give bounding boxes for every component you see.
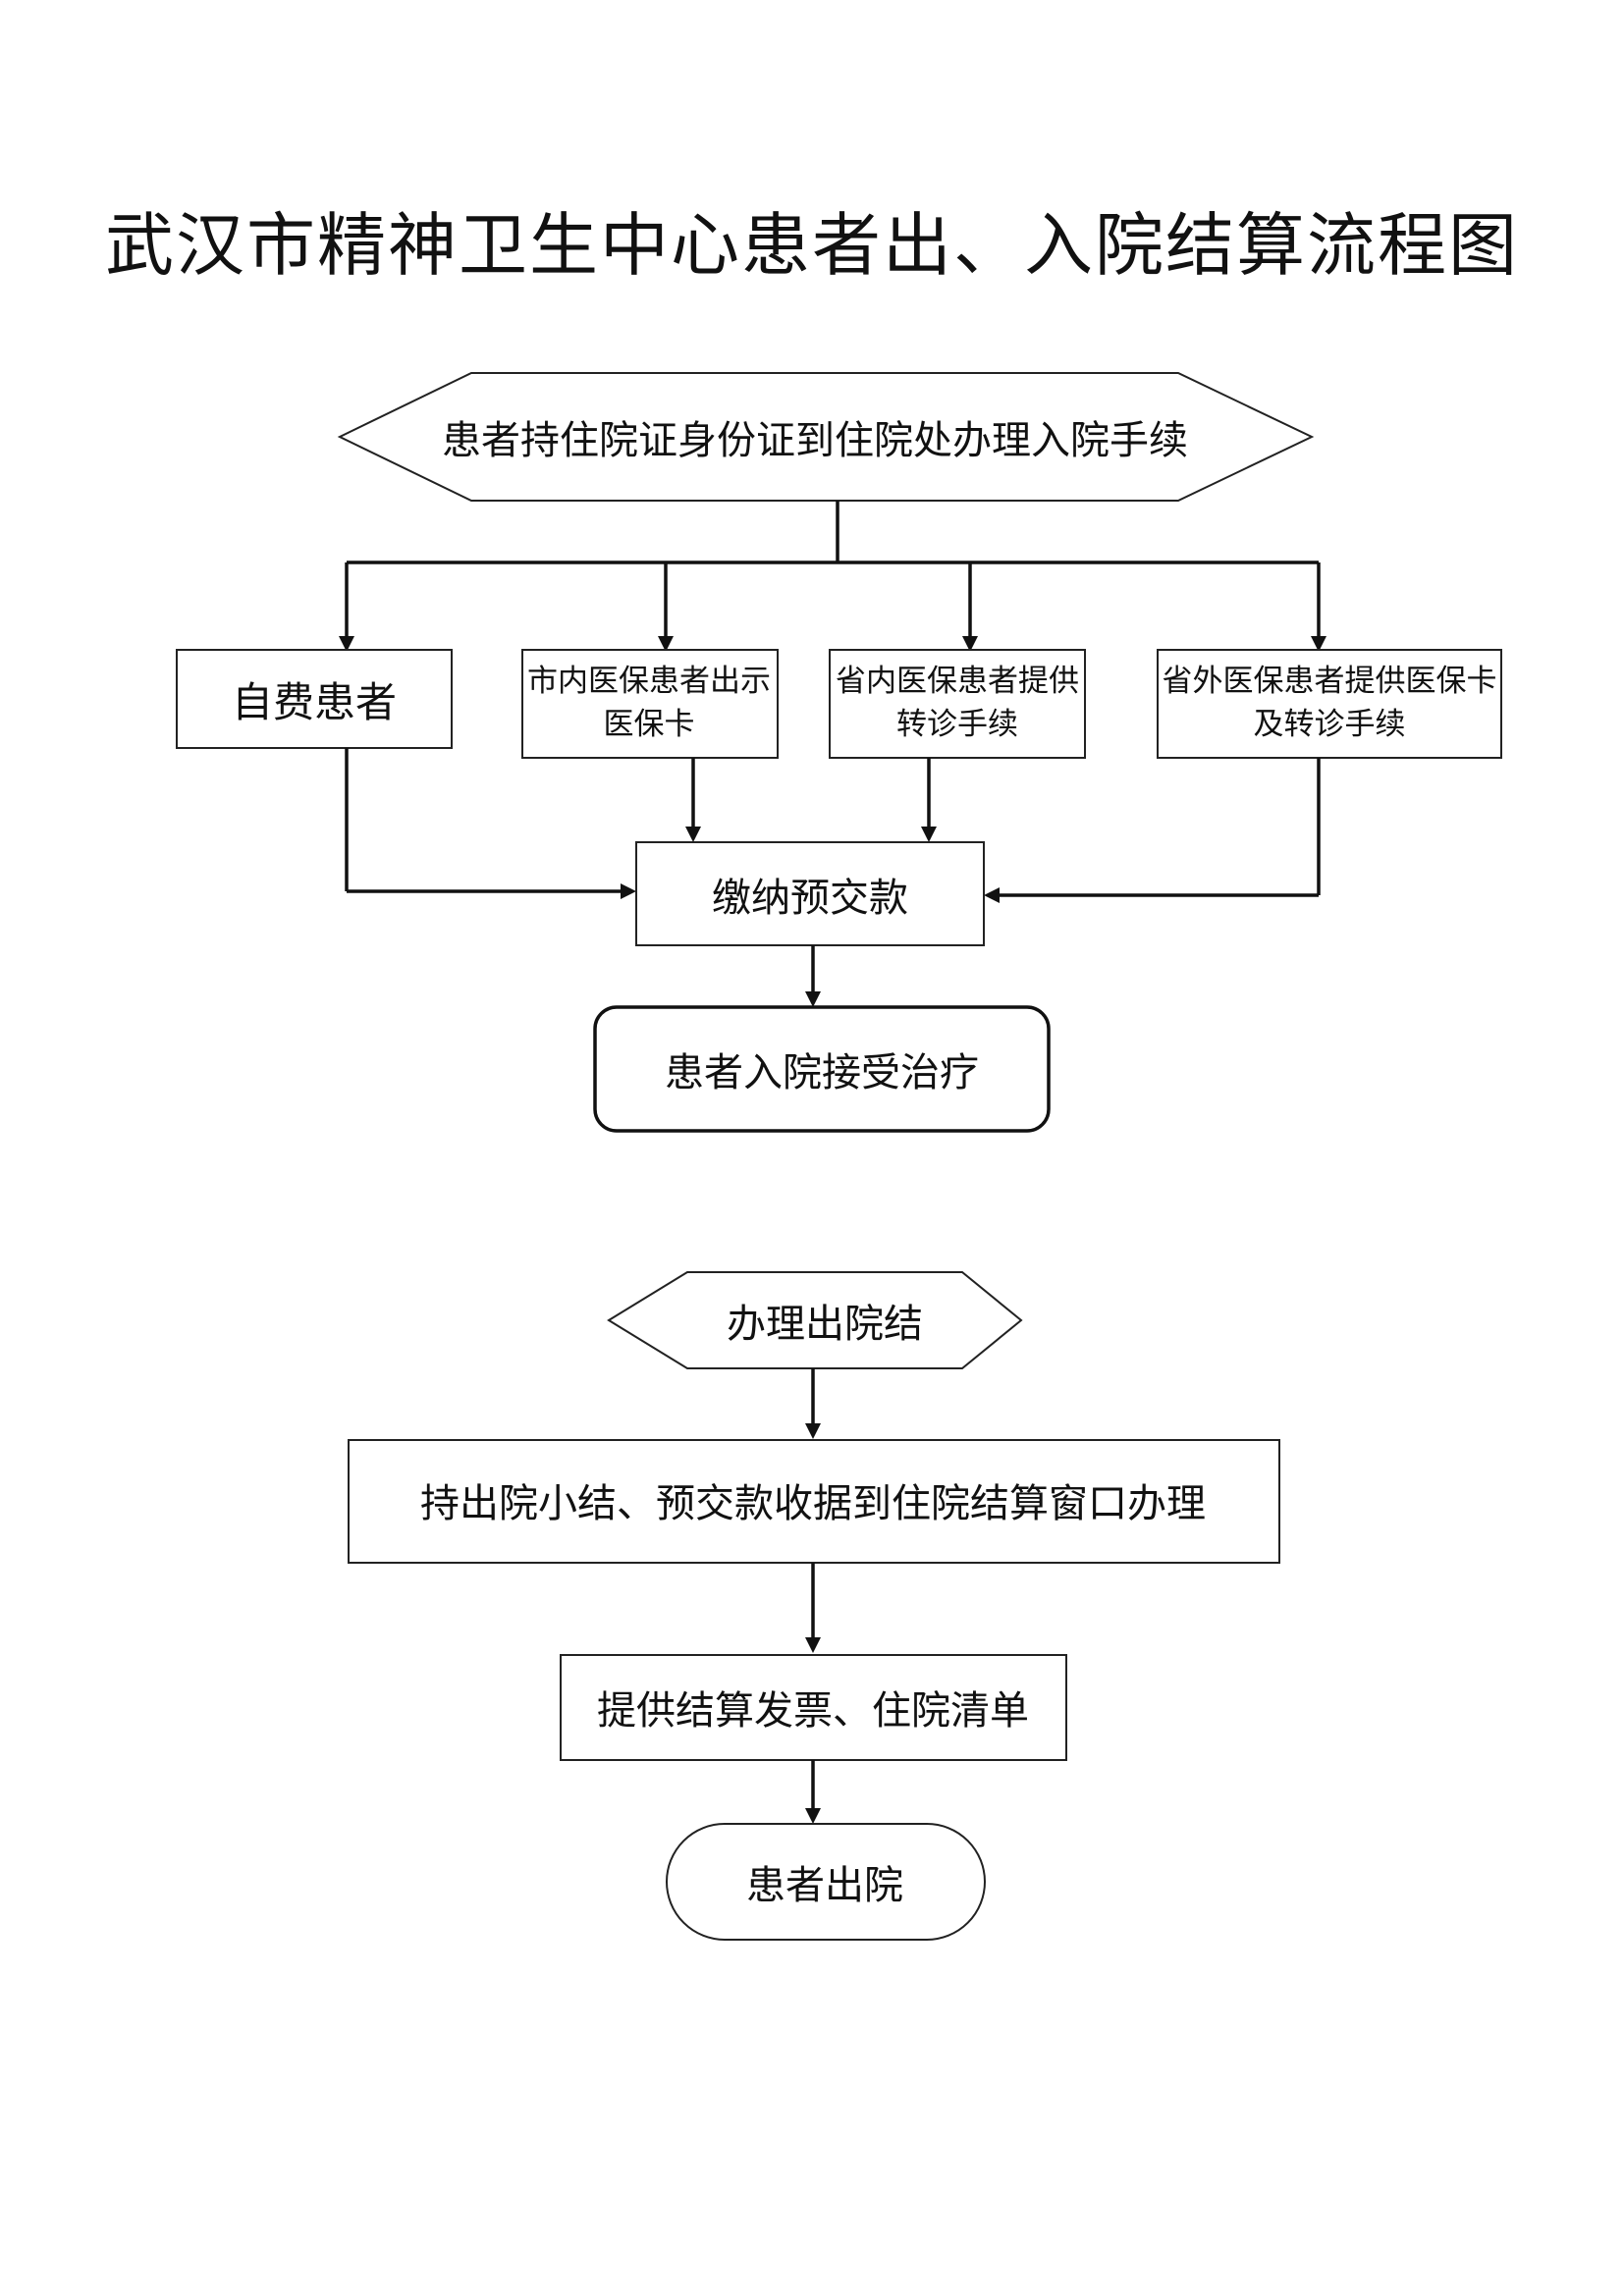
settlement-box [348,1439,1280,1564]
deposit-box [635,841,985,946]
admission-start-label: 患者持住院证身份证到住院处办理入院手续 [442,418,1188,463]
city-insurance-box [521,649,779,759]
discharge-start-label: 办理出院结 [727,1302,923,1347]
discharged-label: 患者出院 [746,1863,903,1908]
settlement-label: 持出院小结、预交款收据到住院结算窗口办理 [420,1480,1206,1526]
arrowhead [805,1637,821,1653]
arrowhead [658,636,674,652]
discharge-start-hexagon [607,1271,1023,1369]
out-of-province-box [1157,649,1502,759]
province-insurance-label: 省内医保患者提供转诊手续 [836,664,1079,742]
arrowhead [1311,636,1326,652]
out-of-province-label: 省外医保患者提供医保卡及转诊手续 [1162,664,1497,742]
arrowhead [339,636,354,652]
arrowhead [984,887,1000,903]
self-pay-box [176,649,453,749]
province-insurance-box [829,649,1086,759]
arrowhead [805,1808,821,1824]
invoice-box [560,1654,1067,1761]
arrowhead [921,827,937,842]
admission-start-hexagon [337,372,1315,502]
admitted-box [593,1005,1051,1133]
invoice-label: 提供结算发票、住院清单 [597,1688,1029,1734]
arrowhead [685,827,701,842]
city-insurance-label: 市内医保患者出示医保卡 [527,664,771,742]
arrowhead [805,1423,821,1439]
admitted-label: 患者入院接受治疗 [665,1050,979,1095]
self-pay-label: 自费患者 [231,677,397,726]
page-title: 武汉市精神卫生中心患者出、入院结算流程图 [105,205,1519,286]
deposit-label: 缴纳预交款 [712,875,908,921]
arrowhead [805,991,821,1007]
arrowhead [621,883,636,899]
discharged-terminal [666,1823,986,1941]
arrowhead [962,636,978,652]
